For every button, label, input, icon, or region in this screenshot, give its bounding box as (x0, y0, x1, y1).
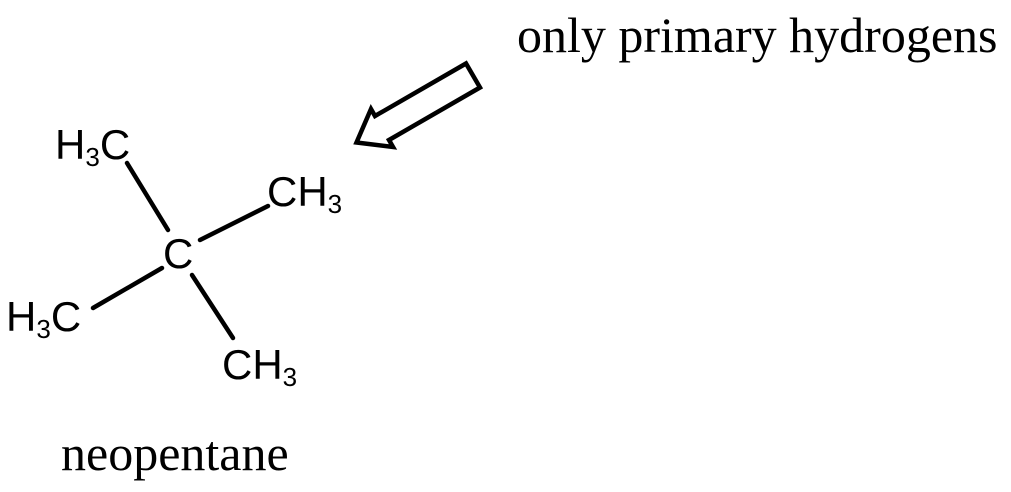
bond-bottom (189, 272, 236, 341)
atom-symbol: C (50, 293, 82, 340)
atom-subscript: 3 (36, 314, 51, 344)
atom-symbol: CH (267, 168, 328, 215)
bond-lower-left (90, 265, 165, 311)
atom-symbol: H (55, 121, 86, 168)
bond-upper-right (197, 203, 271, 243)
atom-subscript: 3 (327, 189, 343, 219)
atom-subscript: 3 (282, 362, 298, 392)
atom-label-h3c-top-left: H3C (55, 121, 131, 171)
bond-top-left (124, 160, 171, 233)
atom-label-ch3-bottom: CH3 (222, 341, 297, 391)
atom-label-ch3-upper-right: CH3 (267, 168, 342, 218)
annotation-text: only primary hydrogens (517, 7, 998, 63)
atom-symbol: CH (222, 341, 283, 388)
atom-subscript: 3 (85, 142, 100, 172)
atom-label-h3c-lower-left: H3C (6, 293, 82, 343)
atom-symbol: H (6, 293, 37, 340)
atom-symbol: C (99, 121, 131, 168)
block-arrow-icon (353, 60, 484, 150)
molecule-name: neopentane (61, 425, 289, 481)
atom-label-central-carbon: C (163, 230, 194, 277)
